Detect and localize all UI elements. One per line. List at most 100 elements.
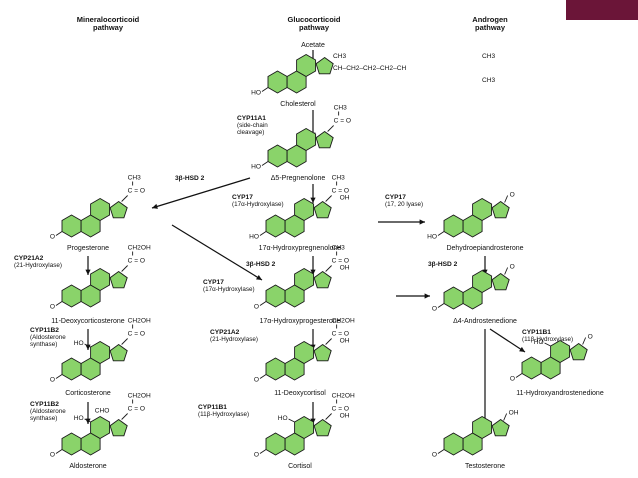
compound-pregnenolone: Δ5-Pregnenolone bbox=[271, 175, 326, 182]
enzyme-cyp17-b: CYP17(17, 20 lyase) bbox=[385, 194, 423, 208]
cholesterol-chain: CH–CH2–CH2–CH2–CH bbox=[333, 65, 407, 72]
arrow-pregnenolone-17oh bbox=[310, 184, 316, 203]
enzyme-description: cleavage) bbox=[237, 129, 264, 136]
ring-a bbox=[61, 284, 82, 308]
keto-bond bbox=[55, 231, 63, 236]
compound-aldosterone: Aldosterone bbox=[69, 463, 106, 470]
enzyme-description: synthase) bbox=[30, 341, 57, 348]
arrow-head bbox=[424, 293, 430, 299]
compound-testosterone: Testosterone bbox=[465, 463, 505, 470]
c17-keto-label: O bbox=[510, 192, 515, 199]
c17-oh-label: OH bbox=[340, 338, 350, 345]
structure-androstenedione: OO bbox=[432, 264, 515, 313]
side-chain-label: CH3 bbox=[332, 245, 346, 252]
c17-keto-label: O bbox=[588, 334, 593, 341]
enzyme-name: CYP11B2 bbox=[30, 327, 59, 334]
side-chain-bond bbox=[121, 265, 128, 272]
c17-oh-label: OH bbox=[340, 413, 350, 420]
enzyme-cyp17-a: CYP17 bbox=[232, 194, 253, 201]
enzyme-description: (Aldosterone bbox=[30, 408, 66, 415]
keto-label: O bbox=[50, 304, 55, 311]
hydroxyl-11-label: HO bbox=[278, 415, 288, 422]
side-chain-label: CH3 bbox=[332, 175, 346, 182]
arrow-head bbox=[419, 219, 425, 225]
hydroxyl-11-bond bbox=[84, 343, 91, 348]
c17-keto-label: O bbox=[510, 264, 515, 271]
enzyme-name: CYP11B1 bbox=[522, 329, 551, 336]
ring-a bbox=[265, 357, 286, 381]
side-chain-bond bbox=[121, 338, 128, 345]
side-chain-label: CH3 bbox=[128, 175, 142, 182]
c17-hydroxyl-label: OH bbox=[509, 410, 519, 417]
enzyme-cyp11b1-b: CYP11B1(11β-Hydroxylase) bbox=[198, 404, 249, 418]
ring-a bbox=[521, 356, 542, 380]
cholesterol-ch3-branch-top: CH3 bbox=[482, 53, 496, 60]
carbonyl-label: C = O bbox=[332, 188, 349, 195]
compound-cortisol: Cortisol bbox=[288, 463, 312, 470]
ring-c bbox=[296, 53, 317, 78]
keto-bond bbox=[55, 449, 63, 454]
structure-dhea: HOO bbox=[427, 192, 515, 241]
enzyme-cyp17-c: CYP17 bbox=[203, 279, 224, 286]
side-chain-bond bbox=[121, 195, 128, 202]
carbonyl-label: C = O bbox=[128, 258, 145, 265]
hydroxyl-11-bond bbox=[84, 418, 91, 423]
ring-d bbox=[313, 200, 332, 219]
c17-keto-bond bbox=[504, 267, 509, 275]
enzyme-hsd-b: 3β-HSD 2 bbox=[246, 261, 276, 268]
hydroxyl-11-bond bbox=[544, 342, 551, 347]
arrow-progesterone-doc bbox=[85, 256, 91, 275]
header-glucocorticoid: pathway bbox=[299, 23, 330, 32]
enzyme-name: CYP21A2 bbox=[14, 255, 44, 262]
arrow-head bbox=[519, 346, 525, 352]
side-chain-label: CH2OH bbox=[128, 318, 151, 325]
arrow-head bbox=[152, 203, 158, 209]
structure-deoxycorticosterone: O C = O CH2OH bbox=[50, 245, 151, 311]
hydroxyl-label: HO bbox=[251, 164, 261, 171]
ring-c bbox=[550, 339, 571, 364]
enzyme-description: (17, 20 lyase) bbox=[385, 201, 423, 208]
c17-hydroxyl-bond bbox=[503, 413, 508, 421]
structure-pregnenolone: HO C = O CH3 bbox=[251, 105, 351, 171]
arrow-head bbox=[85, 269, 91, 275]
side-chain-bond bbox=[325, 265, 332, 272]
compound-androstenedione: Δ4-Androstenedione bbox=[453, 318, 517, 325]
side-chain-label: CH2OH bbox=[332, 393, 355, 400]
side-chain-label: CH3 bbox=[334, 105, 348, 112]
carbonyl-label: C = O bbox=[334, 118, 351, 125]
enzyme-name: CYP11A1 bbox=[237, 115, 266, 122]
aldehyde-label: CHO bbox=[95, 408, 110, 415]
keto-label: O bbox=[50, 377, 55, 384]
ring-d bbox=[491, 272, 510, 291]
side-chain-label: CH2OH bbox=[128, 245, 151, 252]
arrow-17oh-preg-17oh-prog bbox=[310, 256, 316, 275]
ring-c bbox=[294, 267, 315, 292]
arrow-shaft bbox=[171, 224, 263, 281]
ring-c bbox=[90, 197, 111, 222]
compound-hydroxypregnenolone: 17α-Hydroxypregnenolone bbox=[259, 245, 342, 252]
ring-d bbox=[313, 270, 332, 289]
ring-c bbox=[294, 340, 315, 365]
enzyme-name: CYP11B2 bbox=[30, 401, 59, 408]
keto-label: O bbox=[510, 376, 515, 383]
ring-c bbox=[294, 197, 315, 222]
carbonyl-label: C = O bbox=[332, 406, 349, 413]
compound-cholesterol: Cholesterol bbox=[280, 101, 316, 108]
hydroxyl-11-bond bbox=[288, 418, 295, 423]
ring-a bbox=[443, 214, 464, 238]
ring-c bbox=[472, 197, 493, 222]
ring-d bbox=[109, 343, 128, 362]
side-chain-bond bbox=[325, 338, 332, 345]
compound-deoxycorticosterone: 11-Deoxycorticosterone bbox=[51, 318, 125, 325]
side-chain-label: CH2OH bbox=[332, 318, 355, 325]
side-chain-label: CH2OH bbox=[128, 393, 151, 400]
c17-keto-bond bbox=[504, 195, 509, 203]
compound-hydroxyandrostenedione: 11-Hydroxyandrostenedione bbox=[516, 390, 604, 397]
cholesterol-ch3-branch-bottom: CH3 bbox=[482, 77, 496, 84]
